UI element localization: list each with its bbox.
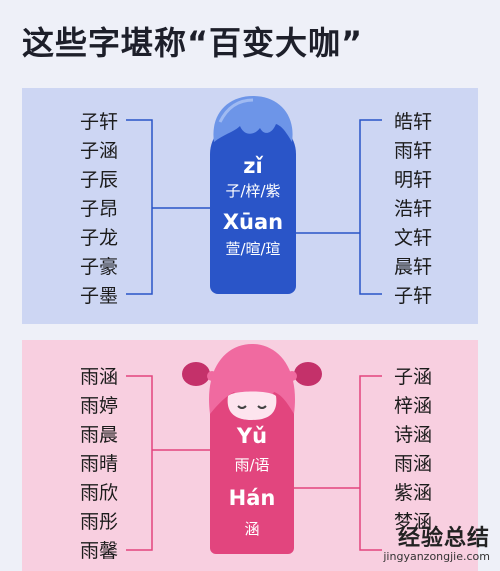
list-item: 子龙 xyxy=(80,227,119,249)
list-item: 浩轩 xyxy=(394,198,433,220)
list-item: 雨婷 xyxy=(80,395,119,417)
girl-chars-2: 涵 xyxy=(244,520,260,538)
girl-left-names: 雨涵 雨婷 雨晨 雨晴 雨欣 雨彤 雨馨 xyxy=(80,363,118,566)
list-item: 子轩 xyxy=(394,285,433,307)
list-item: 子豪 xyxy=(80,256,119,278)
list-item: 子涵 xyxy=(394,366,433,388)
page-title: 这些字堪称“百变大咖” xyxy=(22,24,364,62)
list-item: 诗涵 xyxy=(394,424,433,446)
boy-figure: zǐ 子/梓/紫 Xūan 萱/暄/瑄 xyxy=(210,92,296,294)
boy-chars-1: 子/梓/紫 xyxy=(225,182,281,200)
watermark: 经验总结 jingyanzongjie.com xyxy=(383,520,490,563)
boy-pinyin-1: zǐ xyxy=(243,154,263,178)
list-item: 文轩 xyxy=(394,227,433,249)
girl-pinyin-1: Yǔ xyxy=(236,424,268,448)
list-item: 子涵 xyxy=(80,140,119,162)
list-item: 子昂 xyxy=(80,198,119,220)
girl-right-names: 子涵 梓涵 诗涵 雨涵 紫涵 梦涵 xyxy=(394,363,432,537)
list-item: 皓轩 xyxy=(394,111,433,133)
girl-names-panel: 雨涵 雨婷 雨晨 雨晴 雨欣 雨彤 雨馨 Yǔ 雨/语 Hán 涵 子涵 梓涵 … xyxy=(22,340,478,571)
boy-pinyin-2: Xūan xyxy=(222,210,284,234)
list-item: 雨馨 xyxy=(80,540,119,562)
list-item: 梦涵 xyxy=(394,511,433,533)
list-item: 子辰 xyxy=(80,169,119,191)
list-item: 子墨 xyxy=(80,285,119,307)
girl-chars-1: 雨/语 xyxy=(234,456,270,474)
list-item: 雨涵 xyxy=(80,366,119,388)
boy-right-names: 皓轩 雨轩 明轩 浩轩 文轩 晨轩 子轩 xyxy=(394,108,432,311)
girl-pinyin-2: Hán xyxy=(228,486,276,510)
list-item: 梓涵 xyxy=(394,395,433,417)
girl-connector-lines xyxy=(126,375,382,551)
list-item: 雨轩 xyxy=(394,140,433,162)
list-item: 雨涵 xyxy=(394,453,433,475)
boy-figure-body xyxy=(210,120,296,294)
boy-names-panel: 子轩 子涵 子辰 子昂 子龙 子豪 子墨 zǐ 子/梓/紫 Xūan 萱/暄/瑄… xyxy=(22,88,478,324)
list-item: 晨轩 xyxy=(394,256,433,278)
list-item: 子轩 xyxy=(80,111,119,133)
list-item: 雨欣 xyxy=(80,482,119,504)
list-item: 雨晴 xyxy=(80,453,119,475)
girl-figure: Yǔ 雨/语 Hán 涵 xyxy=(182,334,322,554)
list-item: 雨晨 xyxy=(80,424,119,446)
boy-left-names: 子轩 子涵 子辰 子昂 子龙 子豪 子墨 xyxy=(80,108,118,311)
watermark-title: 经验总结 xyxy=(397,526,490,551)
list-item: 雨彤 xyxy=(80,511,119,533)
boy-connector-lines xyxy=(126,119,382,295)
list-item: 紫涵 xyxy=(394,482,433,504)
list-item: 明轩 xyxy=(394,169,433,191)
boy-chars-2: 萱/暄/瑄 xyxy=(225,240,281,258)
boy-hair-icon xyxy=(213,96,293,142)
girl-hair-icon xyxy=(182,344,322,420)
watermark-url: jingyanzongjie.com xyxy=(383,550,490,563)
